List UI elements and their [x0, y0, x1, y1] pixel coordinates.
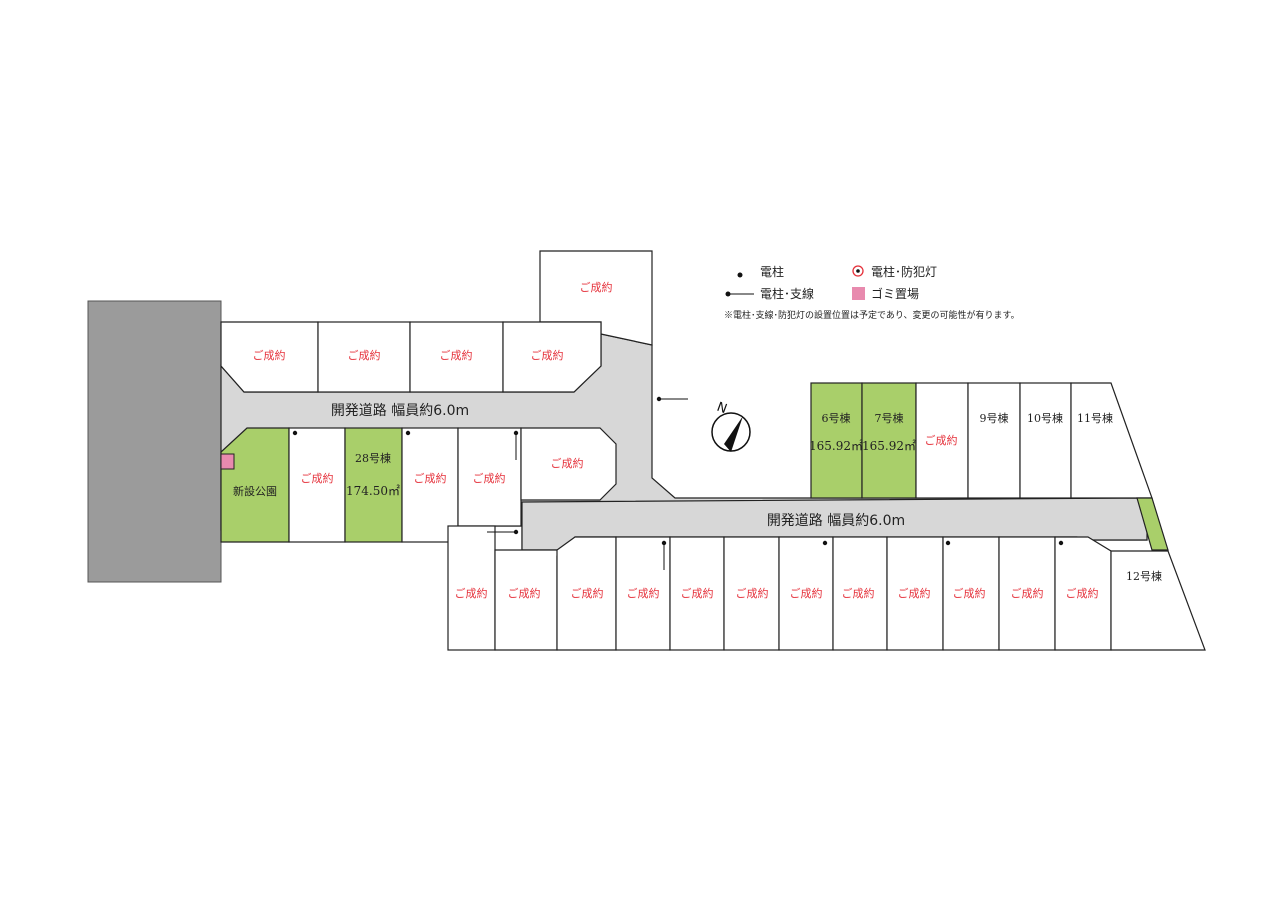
lot-6-name: 6号棟 — [822, 411, 851, 425]
lot-low-2 — [494, 549, 564, 651]
lot-mid-sold-1 — [288, 427, 346, 543]
lot-low-1 — [447, 525, 496, 651]
lot-top-2 — [317, 321, 411, 393]
lot-mid-sold-2 — [401, 427, 459, 543]
lot-9-name: 9号棟 — [980, 411, 1009, 425]
sold-label: ご成約 — [455, 586, 488, 600]
sold-label: ご成約 — [736, 586, 769, 600]
pole-wire-icon — [513, 430, 519, 460]
lot-12-name: 12号棟 — [1126, 569, 1162, 583]
legend-pole-label: 電柱 — [760, 264, 784, 279]
lot-28-area: 174.50㎡ — [346, 484, 400, 498]
sold-label: ご成約 — [953, 586, 986, 600]
sold-label: ご成約 — [925, 433, 958, 447]
upper-road-label: 開発道路 幅員約6.0m — [331, 403, 469, 419]
pole-icon — [1058, 540, 1064, 546]
lot-11 — [1070, 382, 1153, 499]
legend-pole-light-label: 電柱･防犯灯 — [871, 264, 937, 279]
lot-6-area: 165.92㎡ — [809, 439, 863, 453]
pole-wire-icon — [487, 529, 519, 535]
lot-low-11 — [998, 536, 1056, 651]
sold-label: ご成約 — [551, 456, 584, 470]
sold-label: ご成約 — [1011, 586, 1044, 600]
lot-top-4 — [502, 321, 602, 393]
pole-icon — [405, 430, 411, 436]
lot-10 — [1019, 382, 1072, 499]
sold-label: ご成約 — [627, 586, 660, 600]
sold-label: ご成約 — [1066, 586, 1099, 600]
lot-mid-sold-3 — [457, 427, 522, 527]
sold-label: ご成約 — [580, 280, 613, 294]
lot-11-name: 11号棟 — [1077, 411, 1113, 425]
sold-label: ご成約 — [571, 586, 604, 600]
lot-low-10 — [942, 536, 1000, 651]
sold-label: ご成約 — [473, 471, 506, 485]
pole-icon — [822, 540, 828, 546]
lot-low-7 — [778, 536, 834, 651]
legend-pole-wire-label: 電柱･支線 — [760, 286, 814, 301]
lot-7-area: 165.92㎡ — [862, 439, 916, 453]
sold-label: ご成約 — [348, 348, 381, 362]
sold-label: ご成約 — [301, 471, 334, 485]
lot-top-1 — [220, 321, 319, 393]
garbage-area — [220, 453, 235, 470]
compass-letter: N — [715, 400, 729, 417]
pole-icon — [292, 430, 298, 436]
lot-28 — [344, 427, 403, 543]
legend-garbage-label: ゴミ置場 — [871, 286, 919, 301]
sold-label: ご成約 — [508, 586, 541, 600]
lot-mid-sold-4 — [520, 427, 617, 501]
sold-label: ご成約 — [681, 586, 714, 600]
lot-low-6 — [723, 536, 780, 651]
lower-road-label: 開発道路 幅員約6.0m — [767, 513, 905, 529]
lot-7 — [861, 382, 917, 499]
pole-icon — [737, 272, 743, 278]
lot-top-3 — [409, 321, 504, 393]
sold-label: ご成約 — [531, 348, 564, 362]
legend: 電柱 電柱･防犯灯 電柱･支線 ゴミ置場 ※電柱･支線･防犯灯の設置位置は予定で… — [724, 264, 1020, 321]
lot-7-name: 7号棟 — [875, 411, 904, 425]
sold-label: ご成約 — [440, 348, 473, 362]
sold-label: ご成約 — [253, 348, 286, 362]
garbage-icon — [852, 287, 865, 300]
pole-wire-icon — [661, 540, 667, 570]
pole-light-icon — [852, 265, 864, 277]
legend-note: ※電柱･支線･防犯灯の設置位置は予定であり、変更の可能性が有ります。 — [724, 309, 1020, 321]
sold-label: ご成約 — [898, 586, 931, 600]
pole-wire-icon — [725, 291, 754, 297]
sold-label: ご成約 — [790, 586, 823, 600]
lot-low-9 — [886, 536, 944, 651]
green-strip — [1136, 497, 1169, 551]
park-label: 新設公園 — [233, 484, 277, 498]
neighbor-block — [87, 300, 222, 583]
sold-label: ご成約 — [414, 471, 447, 485]
lot-9 — [967, 382, 1021, 499]
pole-icon — [945, 540, 951, 546]
compass-icon: N — [711, 400, 751, 452]
lot-28-name: 28号棟 — [355, 451, 391, 465]
lot-6 — [810, 382, 863, 499]
lot-low-8 — [832, 536, 888, 651]
lot-low-5 — [669, 536, 725, 651]
lot-12 — [1110, 550, 1206, 651]
sold-label: ご成約 — [842, 586, 875, 600]
pole-wire-icon — [656, 396, 688, 402]
lot-10-name: 10号棟 — [1027, 411, 1063, 425]
